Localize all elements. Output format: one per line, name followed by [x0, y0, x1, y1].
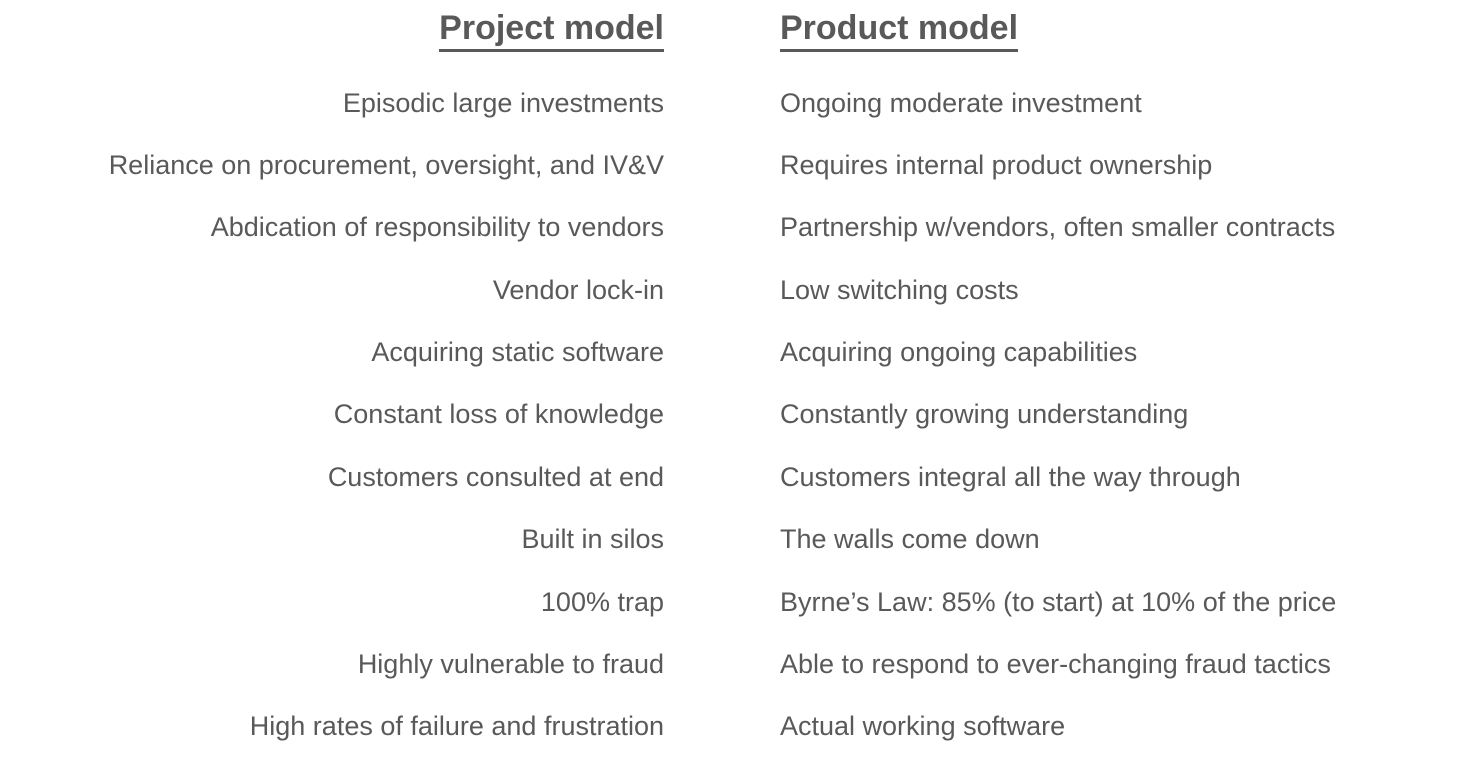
project-model-cell: Built in silos: [521, 524, 664, 555]
comparison-row: 100% trap Byrne’s Law: 85% (to start) at…: [0, 571, 1458, 633]
project-model-cell: 100% trap: [540, 586, 664, 617]
comparison-rows: Episodic large investments Ongoing moder…: [0, 72, 1458, 758]
product-model-cell: Customers integral all the way through: [780, 461, 1241, 492]
comparison-row: Acquiring static software Acquiring ongo…: [0, 321, 1458, 383]
product-model-cell: Actual working software: [780, 711, 1066, 742]
product-model-cell: Able to respond to ever-changing fraud t…: [780, 648, 1331, 679]
product-model-header: Product model: [780, 9, 1019, 53]
product-model-header-cell: Product model: [780, 9, 1458, 53]
comparison-row: Abdication of responsibility to vendors …: [0, 197, 1458, 259]
project-model-header-cell: Project model: [0, 9, 664, 53]
comparison-row: Constant loss of knowledge Constantly gr…: [0, 384, 1458, 446]
project-model-cell: Reliance on procurement, oversight, and …: [108, 150, 664, 181]
comparison-row: Episodic large investments Ongoing moder…: [0, 72, 1458, 134]
product-model-cell: Ongoing moderate investment: [780, 87, 1142, 118]
product-model-cell: Low switching costs: [780, 274, 1019, 305]
product-model-cell: Acquiring ongoing capabilities: [780, 337, 1138, 368]
product-model-cell: Byrne’s Law: 85% (to start) at 10% of th…: [780, 586, 1337, 617]
project-model-cell: Vendor lock-in: [492, 274, 664, 305]
product-model-cell: The walls come down: [780, 524, 1040, 555]
project-model-cell: Highly vulnerable to fraud: [357, 648, 664, 679]
project-model-cell: Episodic large investments: [342, 87, 664, 118]
comparison-row: Highly vulnerable to fraud Able to respo…: [0, 633, 1458, 695]
project-model-cell: Customers consulted at end: [327, 461, 664, 492]
comparison-header-row: Project model Product model: [0, 0, 1458, 72]
project-model-header: Project model: [439, 9, 664, 53]
project-model-cell: Constant loss of knowledge: [333, 399, 664, 430]
project-model-cell: High rates of failure and frustration: [249, 711, 664, 742]
comparison-row: Built in silos The walls come down: [0, 509, 1458, 571]
comparison-row: Customers consulted at end Customers int…: [0, 446, 1458, 508]
product-model-cell: Constantly growing understanding: [780, 399, 1189, 430]
comparison-row: Reliance on procurement, oversight, and …: [0, 134, 1458, 196]
comparison-row: Vendor lock-in Low switching costs: [0, 259, 1458, 321]
project-model-cell: Acquiring static software: [371, 337, 664, 368]
product-model-cell: Requires internal product ownership: [780, 150, 1213, 181]
comparison-row: High rates of failure and frustration Ac…: [0, 696, 1458, 758]
product-model-cell: Partnership w/vendors, often smaller con…: [780, 212, 1336, 243]
project-model-cell: Abdication of responsibility to vendors: [210, 212, 664, 243]
